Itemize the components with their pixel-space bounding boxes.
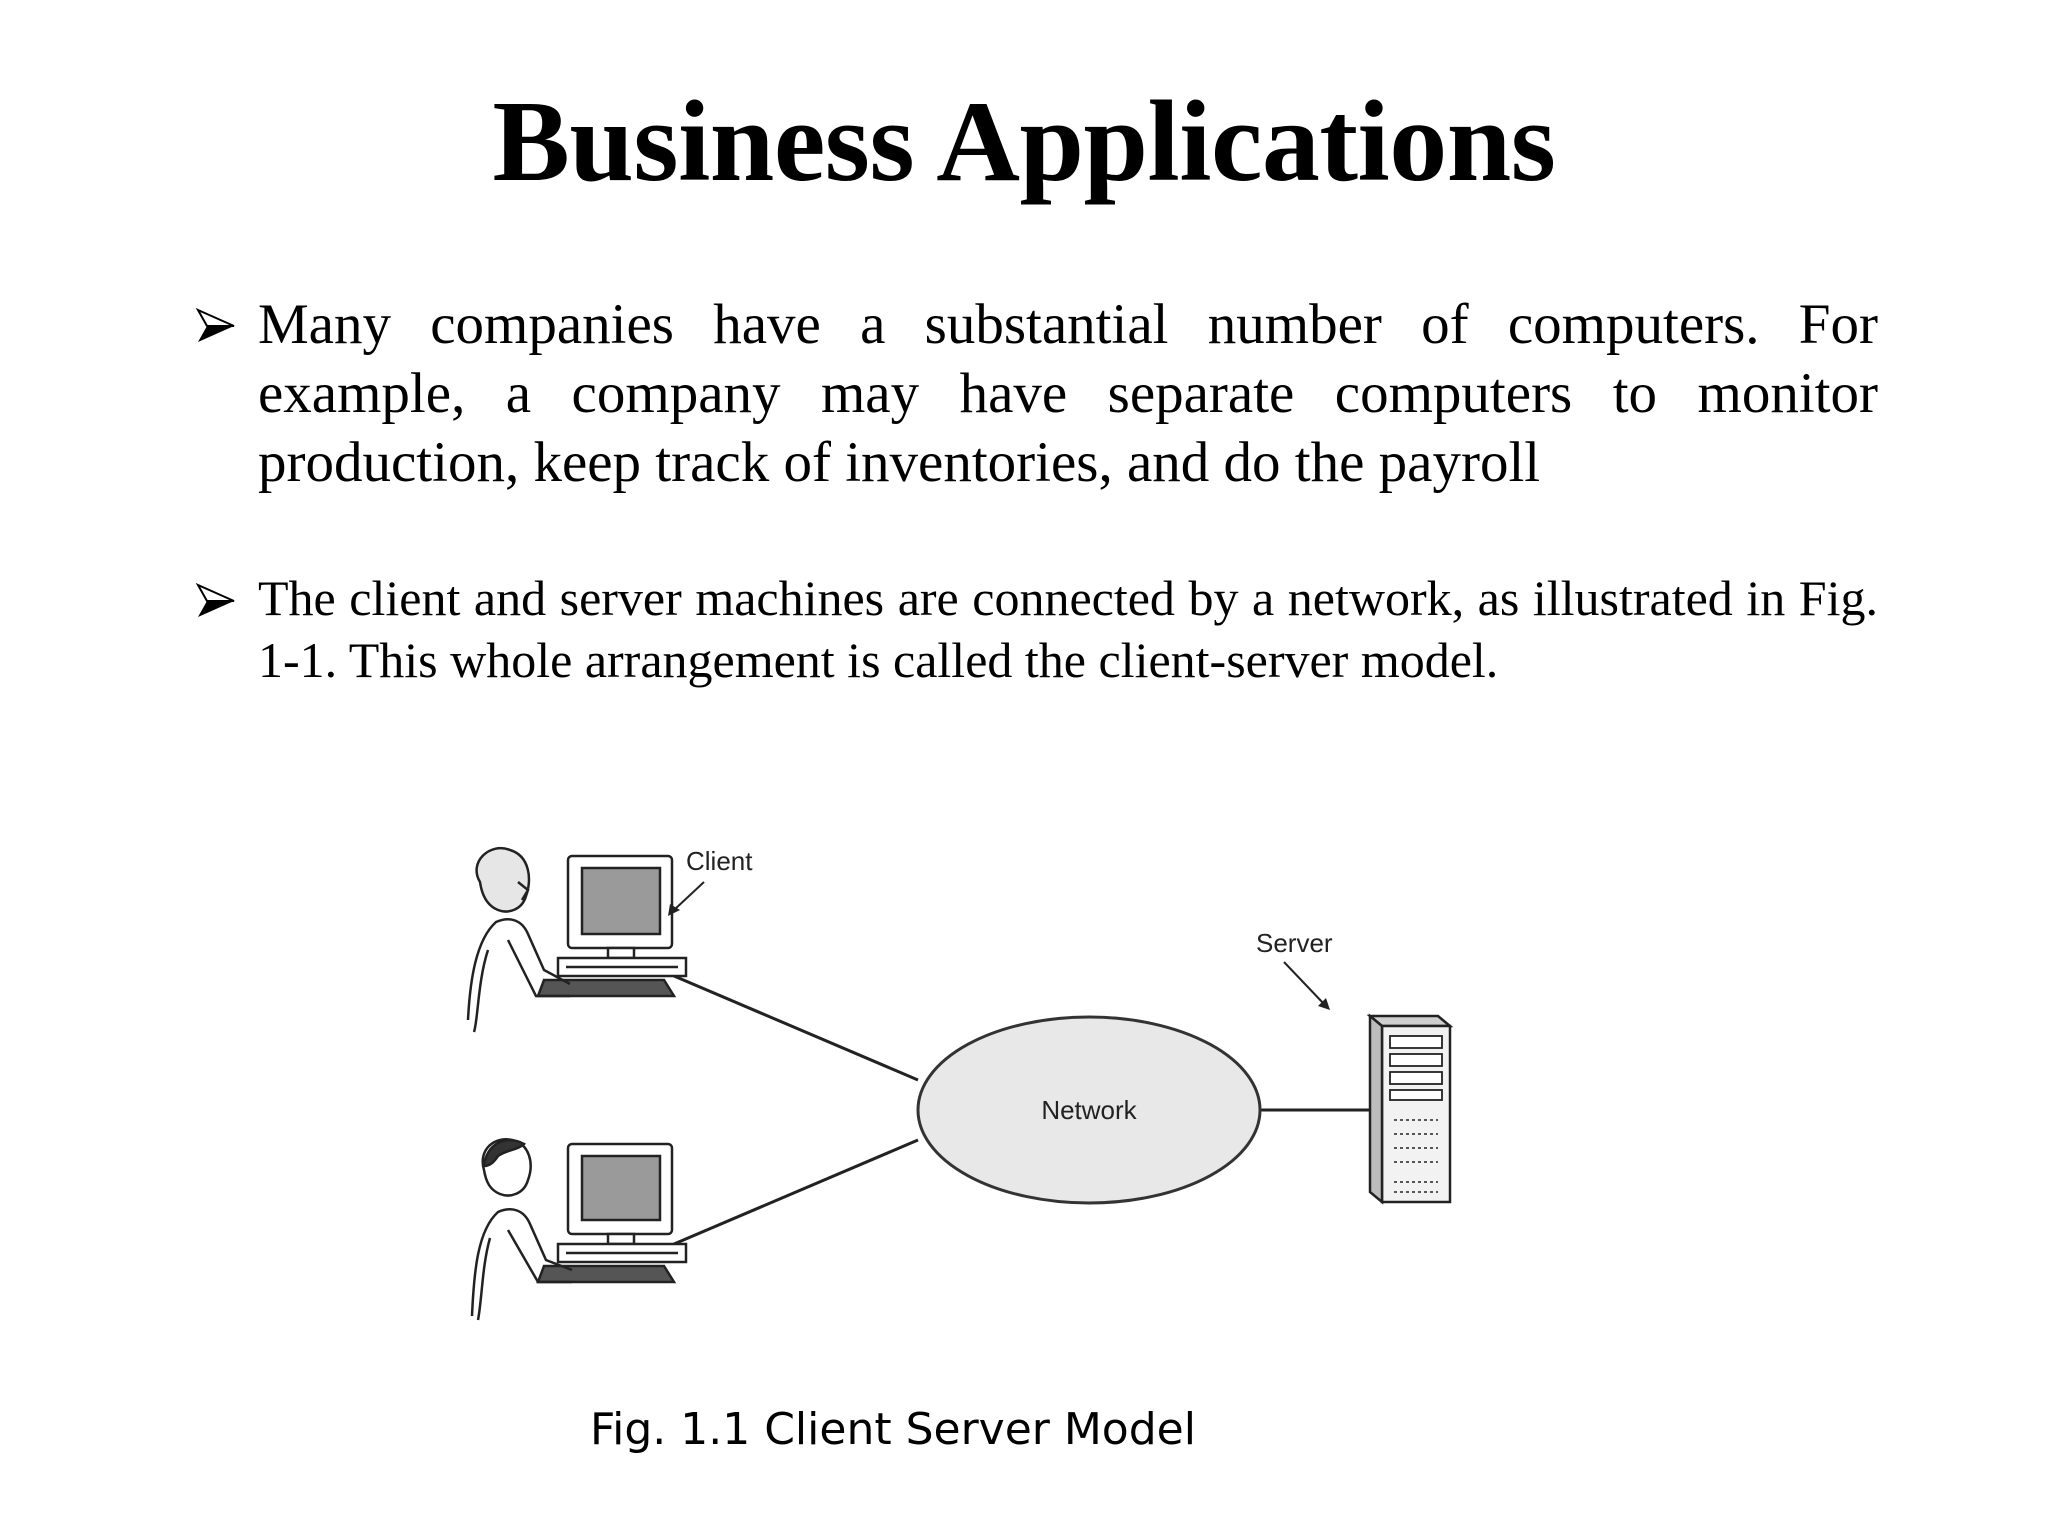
- bullet-text: The client and server machines are conne…: [258, 570, 1878, 688]
- bullet-item: The client and server machines are conne…: [192, 567, 1878, 691]
- server-tower-icon: [1366, 1013, 1454, 1205]
- client-server-diagram: Network: [448, 820, 1500, 1356]
- person-at-computer-icon: [470, 1138, 688, 1321]
- arrowhead-bullet-icon: [195, 307, 235, 342]
- link-client-2: [673, 1138, 919, 1246]
- network-cloud-icon: [916, 1015, 1262, 1205]
- client-label: Client: [686, 846, 753, 876]
- client-pointer-arrow: [668, 881, 705, 916]
- slide-title: Business Applications: [492, 78, 1556, 206]
- arrowhead-bullet-icon: [195, 582, 235, 617]
- server-pointer-arrow: [1283, 961, 1330, 1010]
- person-at-computer-icon: [466, 847, 688, 1033]
- network-links: [673, 974, 1378, 1246]
- link-client-1: [673, 974, 919, 1082]
- diagram-svg: Network: [466, 846, 1454, 1321]
- network-label: Network: [1041, 1095, 1137, 1125]
- bullet-item: Many companies have a substantial number…: [192, 290, 1878, 497]
- figure-caption: Fig. 1.1 Client Server Model: [590, 1404, 1196, 1455]
- server-label: Server: [1256, 928, 1333, 958]
- bullet-text: Many companies have a substantial number…: [258, 293, 1878, 494]
- bullet-list: Many companies have a substantial number…: [192, 290, 1878, 691]
